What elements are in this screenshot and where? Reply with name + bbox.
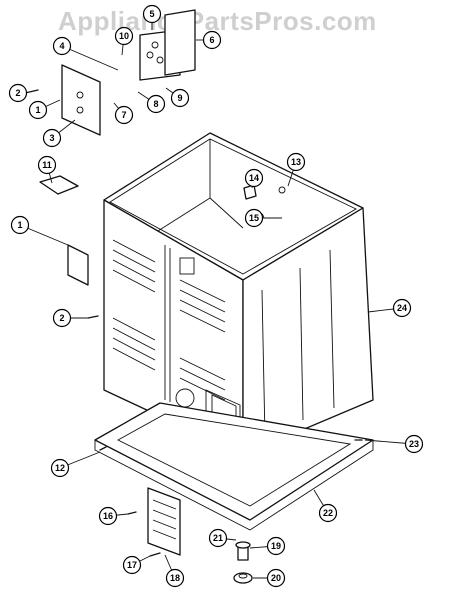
callout-number: 19: [271, 541, 281, 551]
callout-number: 2: [15, 88, 20, 98]
callout-circle: [50, 458, 70, 478]
callout-circle: [404, 434, 424, 454]
callout-18[interactable]: 18: [164, 554, 185, 588]
callout-number: 9: [177, 93, 182, 103]
callout-circle: [122, 555, 142, 575]
callout-number: 12: [55, 463, 65, 473]
callout-23[interactable]: 23: [364, 434, 424, 454]
callout-2[interactable]: 2: [8, 83, 28, 103]
callout-10[interactable]: 10: [114, 26, 134, 56]
callout-5[interactable]: 5: [142, 4, 162, 31]
callout-20[interactable]: 20: [253, 568, 286, 588]
callout-circle: [208, 528, 228, 548]
callout-circle: [170, 88, 190, 108]
callout-number: 11: [42, 160, 52, 170]
callout-16[interactable]: 16: [98, 506, 129, 526]
callout-circle: [8, 83, 28, 103]
callout-circle: [142, 4, 162, 24]
callout-22[interactable]: 22: [313, 489, 338, 523]
callout-number: 10: [119, 31, 129, 41]
callout-3[interactable]: 3: [42, 119, 76, 148]
callout-21[interactable]: 21: [208, 528, 237, 548]
callout-number: 2: [59, 313, 64, 323]
bracket-lower[interactable]: [67, 244, 89, 286]
callout-19[interactable]: 19: [249, 536, 286, 556]
screws: [24, 89, 363, 557]
callout-number: 7: [121, 110, 126, 120]
callout-circle: [52, 36, 72, 56]
callouts: 1234567891011121213141516171819202122232…: [8, 4, 424, 588]
callout-7[interactable]: 7: [113, 102, 134, 125]
callout-number: 23: [409, 439, 419, 449]
callout-number: 6: [209, 35, 214, 45]
callout-circle: [114, 105, 134, 125]
callout-number: 3: [49, 133, 54, 143]
callout-circle: [28, 100, 48, 120]
strain-relief[interactable]: [39, 175, 79, 195]
callout-1[interactable]: 1: [10, 215, 69, 246]
callout-number: 1: [17, 220, 22, 230]
callout-circle: [114, 26, 134, 46]
callout-number: 22: [323, 508, 333, 518]
callout-12[interactable]: 12: [50, 451, 101, 478]
callout-6[interactable]: 6: [196, 30, 222, 50]
callout-1[interactable]: 1: [28, 99, 61, 120]
callout-circle: [146, 94, 166, 114]
callout-circle: [202, 30, 222, 50]
callout-circle: [10, 215, 30, 235]
callout-2[interactable]: 2: [52, 308, 89, 328]
access-cover[interactable]: [147, 487, 181, 556]
callout-number: 21: [213, 533, 223, 543]
callout-circle: [42, 128, 62, 148]
callout-11[interactable]: 11: [37, 155, 57, 184]
callout-number: 17: [127, 560, 137, 570]
callout-circle: [37, 155, 57, 175]
watermark-text: AppliancePartsPros.com: [58, 6, 377, 36]
callout-circle: [244, 208, 264, 228]
bracket-upper[interactable]: [61, 64, 101, 136]
callout-13[interactable]: 13: [286, 152, 306, 187]
callout-number: 1: [35, 105, 40, 115]
callout-24[interactable]: 24: [367, 298, 412, 318]
callout-number: 4: [59, 41, 64, 51]
callout-number: 15: [249, 213, 259, 223]
callout-number: 18: [170, 573, 180, 583]
leveling-leg[interactable]: [233, 541, 253, 584]
terminal-block[interactable]: [139, 9, 196, 81]
callout-17[interactable]: 17: [122, 555, 151, 575]
callout-circle: [392, 298, 412, 318]
callout-15[interactable]: 15: [244, 208, 283, 228]
callout-number: 8: [153, 99, 158, 109]
callout-4[interactable]: 4: [52, 36, 119, 71]
parts-drawing: [24, 9, 374, 584]
callout-number: 20: [271, 573, 281, 583]
cabinet[interactable]: [103, 132, 374, 456]
callout-9[interactable]: 9: [165, 87, 190, 108]
callout-circle: [52, 308, 72, 328]
callout-number: 14: [249, 173, 259, 183]
callout-14[interactable]: 14: [244, 168, 264, 189]
callout-8[interactable]: 8: [137, 91, 166, 114]
callout-leader-line: [61, 45, 119, 71]
callout-circle: [266, 536, 286, 556]
callout-circle: [98, 506, 118, 526]
callout-circle: [318, 503, 338, 523]
callout-circle: [244, 168, 264, 188]
callout-number: 24: [397, 303, 407, 313]
callout-number: 16: [103, 511, 113, 521]
callout-circle: [286, 152, 306, 172]
callout-circle: [266, 568, 286, 588]
callout-number: 13: [291, 157, 301, 167]
callout-circle: [165, 568, 185, 588]
callout-number: 5: [149, 9, 154, 19]
cabinet-base[interactable]: [94, 402, 374, 531]
